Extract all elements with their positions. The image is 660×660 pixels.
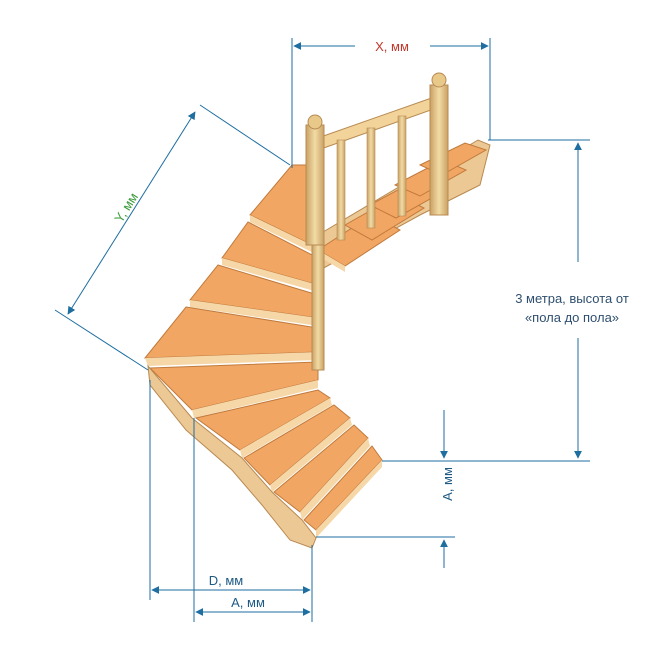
label-y: Y, мм <box>111 190 141 225</box>
railing <box>305 72 449 246</box>
handrail <box>311 94 446 151</box>
lower-flight <box>148 361 383 538</box>
label-x: X, мм <box>375 39 409 54</box>
note-line-1: 3 метра, высота от <box>515 291 629 306</box>
baluster <box>366 127 376 229</box>
staircase <box>143 72 491 549</box>
label-a-side: A, мм <box>440 467 455 501</box>
baluster <box>397 115 407 217</box>
right-newel <box>429 84 449 216</box>
dimension-lines <box>54 38 590 622</box>
baluster <box>336 139 346 241</box>
winder-treads <box>143 164 321 366</box>
note-line-2: «пола до пола» <box>525 310 619 325</box>
label-d: D, мм <box>209 573 244 588</box>
left-newel <box>305 124 325 246</box>
label-a-bottom: A, мм <box>231 595 265 610</box>
dim-y-line <box>67 111 196 315</box>
